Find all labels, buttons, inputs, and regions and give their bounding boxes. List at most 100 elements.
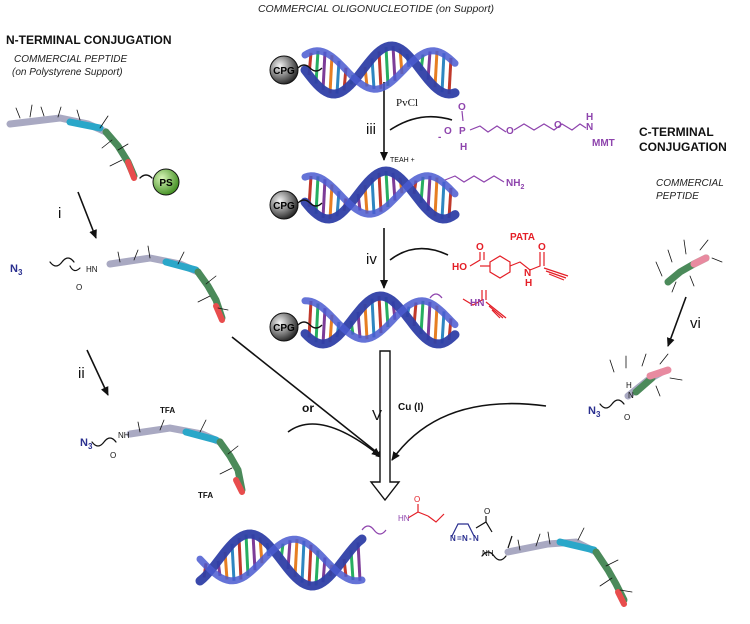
amide-h-3: H [626, 381, 632, 390]
product-o-right: O [484, 507, 490, 516]
arrow-step-v-open [369, 350, 401, 502]
oligonucleotide-helix-alkyne [300, 291, 460, 349]
n-terminal-subtitle: COMMERCIAL PEPTIDE [14, 54, 127, 65]
base-pair [433, 177, 439, 217]
arrow-reagent-iv [389, 247, 449, 261]
phosphonate-labels: - O O P H O O N H MMT [438, 102, 615, 153]
phosphonate-p: P [459, 126, 466, 137]
base-pair [328, 55, 334, 94]
helix-backbone [196, 535, 366, 585]
amine-linker [444, 175, 505, 183]
ps-label: PS [159, 178, 173, 189]
phosphonate-n: N [586, 122, 593, 133]
phosphonate-o-left: O [444, 126, 452, 137]
tfa-label-1: TFA [160, 406, 175, 415]
step-ii-label: ii [78, 365, 85, 382]
c-terminal-title-2: CONJUGATION [639, 140, 727, 154]
base-pair [377, 296, 383, 334]
helix-backbone [300, 41, 460, 99]
base-pair [244, 534, 250, 576]
base-pair [293, 539, 299, 577]
cpg-support-3: CPG [269, 312, 323, 342]
phosphonate-h: H [460, 142, 467, 153]
base-pair [370, 298, 376, 338]
alkyne-linker [429, 290, 507, 319]
product-o-left: O [414, 495, 420, 504]
base-pair [440, 53, 446, 93]
triazole-labels: N = N - N [450, 534, 479, 543]
arrow-step-ii [86, 349, 109, 396]
base-pair [356, 542, 362, 581]
arrow-reagent-iii [389, 115, 453, 131]
arrow-step-vi [667, 296, 687, 347]
azide-label-2: N3 [80, 437, 93, 451]
pata-reagent [469, 252, 569, 281]
phosphonate-o-top: O [458, 102, 466, 113]
product-hn: HN [398, 514, 410, 523]
cpg-label: CPG [273, 66, 295, 77]
cpg-label: CPG [273, 323, 295, 334]
amide-o-2: O [110, 451, 116, 460]
triazole-dash: - [469, 534, 472, 543]
teah-label: TEAH + [390, 157, 415, 164]
azide-label-3: N3 [588, 405, 601, 419]
helix-backbone [300, 166, 460, 224]
amide-o-1: O [76, 283, 82, 292]
c-terminal-title: C-TERMINAL [639, 125, 714, 139]
pata-o-acid: O [476, 242, 484, 253]
mmt-label: MMT [592, 138, 615, 149]
n-terminal-support-note: (on Polystyrene Support) [12, 67, 123, 78]
pata-ho: HO [452, 262, 467, 273]
ps-support: PS [152, 168, 180, 196]
arrow-curve-right [391, 402, 547, 461]
cu-catalyst-label: Cu (I) [398, 402, 424, 413]
step-iv-label: iv [366, 251, 377, 268]
base-pair [370, 177, 376, 215]
triazole-linkage [361, 504, 513, 549]
base-pair [237, 537, 243, 580]
c-terminal-peptide [655, 239, 723, 293]
base-pair [440, 181, 446, 219]
step-iii-label: iii [366, 121, 376, 138]
arrow-diagonal-to-product [231, 336, 385, 459]
base-pair [377, 172, 383, 212]
base-pair [377, 51, 383, 89]
oligonucleotide-helix-start [300, 41, 460, 99]
azido-c-terminal-peptide [599, 353, 683, 409]
helix-backbone [301, 47, 459, 93]
base-pair [426, 301, 432, 341]
amide-labels: HN O NH O H N O HN O O NH [76, 265, 634, 558]
oligonucleotide-helix-amine [300, 166, 460, 224]
cpg-label: CPG [273, 201, 295, 212]
deprotected-peptide [91, 419, 246, 495]
arrow-step-i [77, 191, 97, 239]
pata-n: N [524, 268, 531, 279]
amide-nh-2: NH [118, 431, 130, 440]
pata-n-h: H [525, 278, 532, 289]
cpg-support-1: CPG [269, 55, 323, 85]
arrow-curve-left [287, 423, 381, 457]
base-pair [314, 303, 320, 343]
phosphonate-o-chain1: O [506, 126, 514, 137]
azide-label: N3 [10, 263, 23, 277]
alkyne-hn-label: HN [470, 298, 484, 309]
base-pair [314, 176, 320, 214]
c-terminal-subtitle: COMMERCIAL [656, 178, 724, 189]
or-label: or [302, 401, 314, 415]
helix-backbone [301, 172, 459, 218]
amide-hn-1: HN [86, 265, 98, 274]
phosphonate-o-chain2: O [554, 120, 562, 131]
helix-backbone [300, 291, 460, 349]
product-nh: NH [482, 549, 494, 558]
pvcl-label: PvCl [396, 97, 418, 109]
phosphonate-n-h: H [586, 112, 593, 123]
triazole-n1: N [450, 534, 456, 543]
step-i-label: i [58, 205, 61, 222]
base-pair [307, 300, 313, 338]
c-terminal-subtitle-2: PEPTIDE [656, 191, 699, 202]
step-vi-label: vi [690, 315, 701, 332]
product-peptide [481, 527, 633, 607]
base-pair [300, 540, 306, 583]
oligonucleotide-helix-product [195, 529, 367, 591]
nh2-label: NH2 [506, 178, 524, 191]
